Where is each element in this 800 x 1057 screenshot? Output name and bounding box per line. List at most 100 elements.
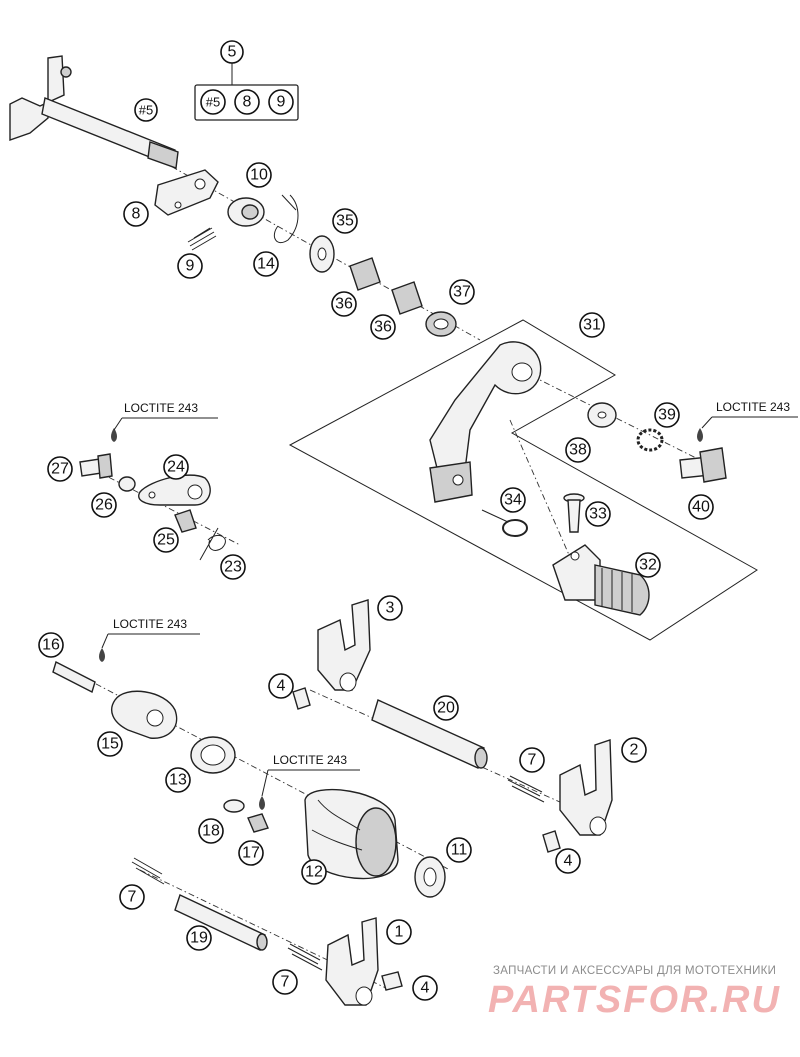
lever-bolt — [679, 428, 727, 483]
callout-32: 32 — [635, 552, 661, 578]
svg-text:2: 2 — [630, 742, 639, 759]
callout-27: 27 — [47, 456, 73, 482]
pedal-pin — [563, 493, 585, 533]
callout-35: 35 — [332, 208, 358, 234]
callout-7c: 7 — [272, 969, 298, 995]
svg-text:36: 36 — [374, 319, 392, 336]
svg-text:9: 9 — [277, 94, 286, 111]
callout-38: 38 — [565, 437, 591, 463]
shift-fork-3 — [317, 599, 371, 692]
svg-text:24: 24 — [167, 459, 185, 476]
callout-set-member-8: 8 — [234, 89, 260, 115]
shift-lever-assembly-box — [288, 319, 758, 641]
washer-38 — [587, 402, 617, 428]
spring-7c — [287, 943, 323, 971]
svg-text:37: 37 — [453, 284, 471, 301]
callout-7a: 7 — [519, 747, 545, 773]
svg-text:26: 26 — [95, 497, 113, 514]
callout-15: 15 — [97, 731, 123, 757]
drum-bearing — [190, 736, 236, 774]
callout-37: 37 — [449, 279, 475, 305]
callout-7b: 7 — [119, 884, 145, 910]
shift-fork-1 — [325, 917, 379, 1006]
svg-text:LOCTITE 243: LOCTITE 243 — [113, 617, 187, 631]
callout-17: 17 — [238, 840, 264, 866]
callout-20: 20 — [433, 695, 459, 721]
svg-text:35: 35 — [336, 213, 354, 230]
shaft-seal — [425, 311, 457, 337]
callout-set-member-9: 9 — [268, 89, 294, 115]
svg-text:12: 12 — [305, 864, 323, 881]
spring-clip — [273, 194, 299, 244]
svg-text:#5: #5 — [206, 95, 220, 110]
svg-text:33: 33 — [589, 506, 607, 523]
return-spring — [187, 227, 217, 251]
callout-31: 31 — [579, 312, 605, 338]
callout-39: 39 — [654, 402, 680, 428]
svg-text:LOCTITE 243: LOCTITE 243 — [124, 401, 198, 415]
callout-36b: 36 — [370, 314, 396, 340]
svg-text:4: 4 — [277, 678, 286, 695]
callout-23: 23 — [220, 554, 246, 580]
fork-rail-20 — [371, 699, 488, 769]
shift-fork-2 — [559, 739, 613, 836]
svg-text:7: 7 — [281, 974, 290, 991]
callout-33: 33 — [585, 501, 611, 527]
watermark-brand: PARTSFOR.RU — [488, 979, 781, 1021]
svg-text:19: 19 — [190, 930, 208, 947]
callout-set-member-shaft: #5 — [200, 89, 226, 115]
needle-bearing-1 — [349, 257, 381, 291]
svg-text:40: 40 — [692, 499, 710, 516]
watermark-tagline: ЗАПЧАСТИ И АКСЕССУАРЫ ДЛЯ МОТОТЕХНИКИ — [493, 965, 776, 977]
svg-text:8: 8 — [132, 206, 141, 223]
callout-10: 10 — [246, 162, 272, 188]
svg-text:17: 17 — [242, 845, 260, 862]
callout-36a: 36 — [331, 291, 357, 317]
callout-14: 14 — [253, 251, 279, 277]
svg-text:34: 34 — [504, 492, 522, 509]
svg-text:10: 10 — [250, 167, 268, 184]
callout-40: 40 — [688, 494, 714, 520]
svg-text:#5: #5 — [139, 103, 153, 118]
ratchet-bolt — [79, 428, 117, 479]
svg-text:8: 8 — [243, 94, 252, 111]
ratchet-washer — [118, 476, 136, 492]
callout-24: 24 — [163, 454, 189, 480]
pedal-spring — [481, 509, 528, 537]
svg-text:13: 13 — [169, 772, 187, 789]
loctite-note-3: LOCTITE 243 — [101, 617, 200, 649]
svg-text:LOCTITE 243: LOCTITE 243 — [716, 400, 790, 414]
loctite-note-2: LOCTITE 243 — [701, 400, 798, 429]
shift-lever — [429, 341, 542, 503]
callout-11: 11 — [446, 837, 472, 863]
callout-shaft: #5 — [134, 98, 158, 122]
callout-3: 3 — [377, 595, 403, 621]
svg-text:4: 4 — [564, 853, 573, 870]
svg-text:LOCTITE 243: LOCTITE 243 — [273, 753, 347, 767]
watermark: ЗАПЧАСТИ И АКСЕССУАРЫ ДЛЯ МОТОТЕХНИКИ PA… — [488, 965, 781, 1021]
svg-text:23: 23 — [224, 559, 242, 576]
shift-shaft — [9, 55, 219, 216]
ratchet-roller — [174, 509, 197, 533]
ratchet-spring — [199, 527, 226, 561]
lock-washer — [636, 428, 664, 452]
callout-1: 1 — [386, 919, 412, 945]
callout-8: 8 — [123, 201, 149, 227]
svg-text:9: 9 — [186, 258, 195, 275]
svg-text:36: 36 — [335, 296, 353, 313]
svg-text:38: 38 — [569, 442, 587, 459]
drum-washer — [414, 856, 446, 898]
locating-screw — [223, 796, 269, 833]
callout-4a: 4 — [268, 673, 294, 699]
svg-text:11: 11 — [451, 842, 468, 859]
svg-text:7: 7 — [528, 752, 537, 769]
svg-text:39: 39 — [658, 407, 676, 424]
drum-screw — [52, 648, 105, 694]
svg-text:32: 32 — [639, 557, 657, 574]
shift-bushing — [227, 197, 265, 227]
shift-pedal-tip — [552, 544, 650, 616]
svg-text:7: 7 — [128, 889, 137, 906]
spring-7b — [131, 857, 165, 885]
svg-text:5: 5 — [228, 44, 237, 61]
